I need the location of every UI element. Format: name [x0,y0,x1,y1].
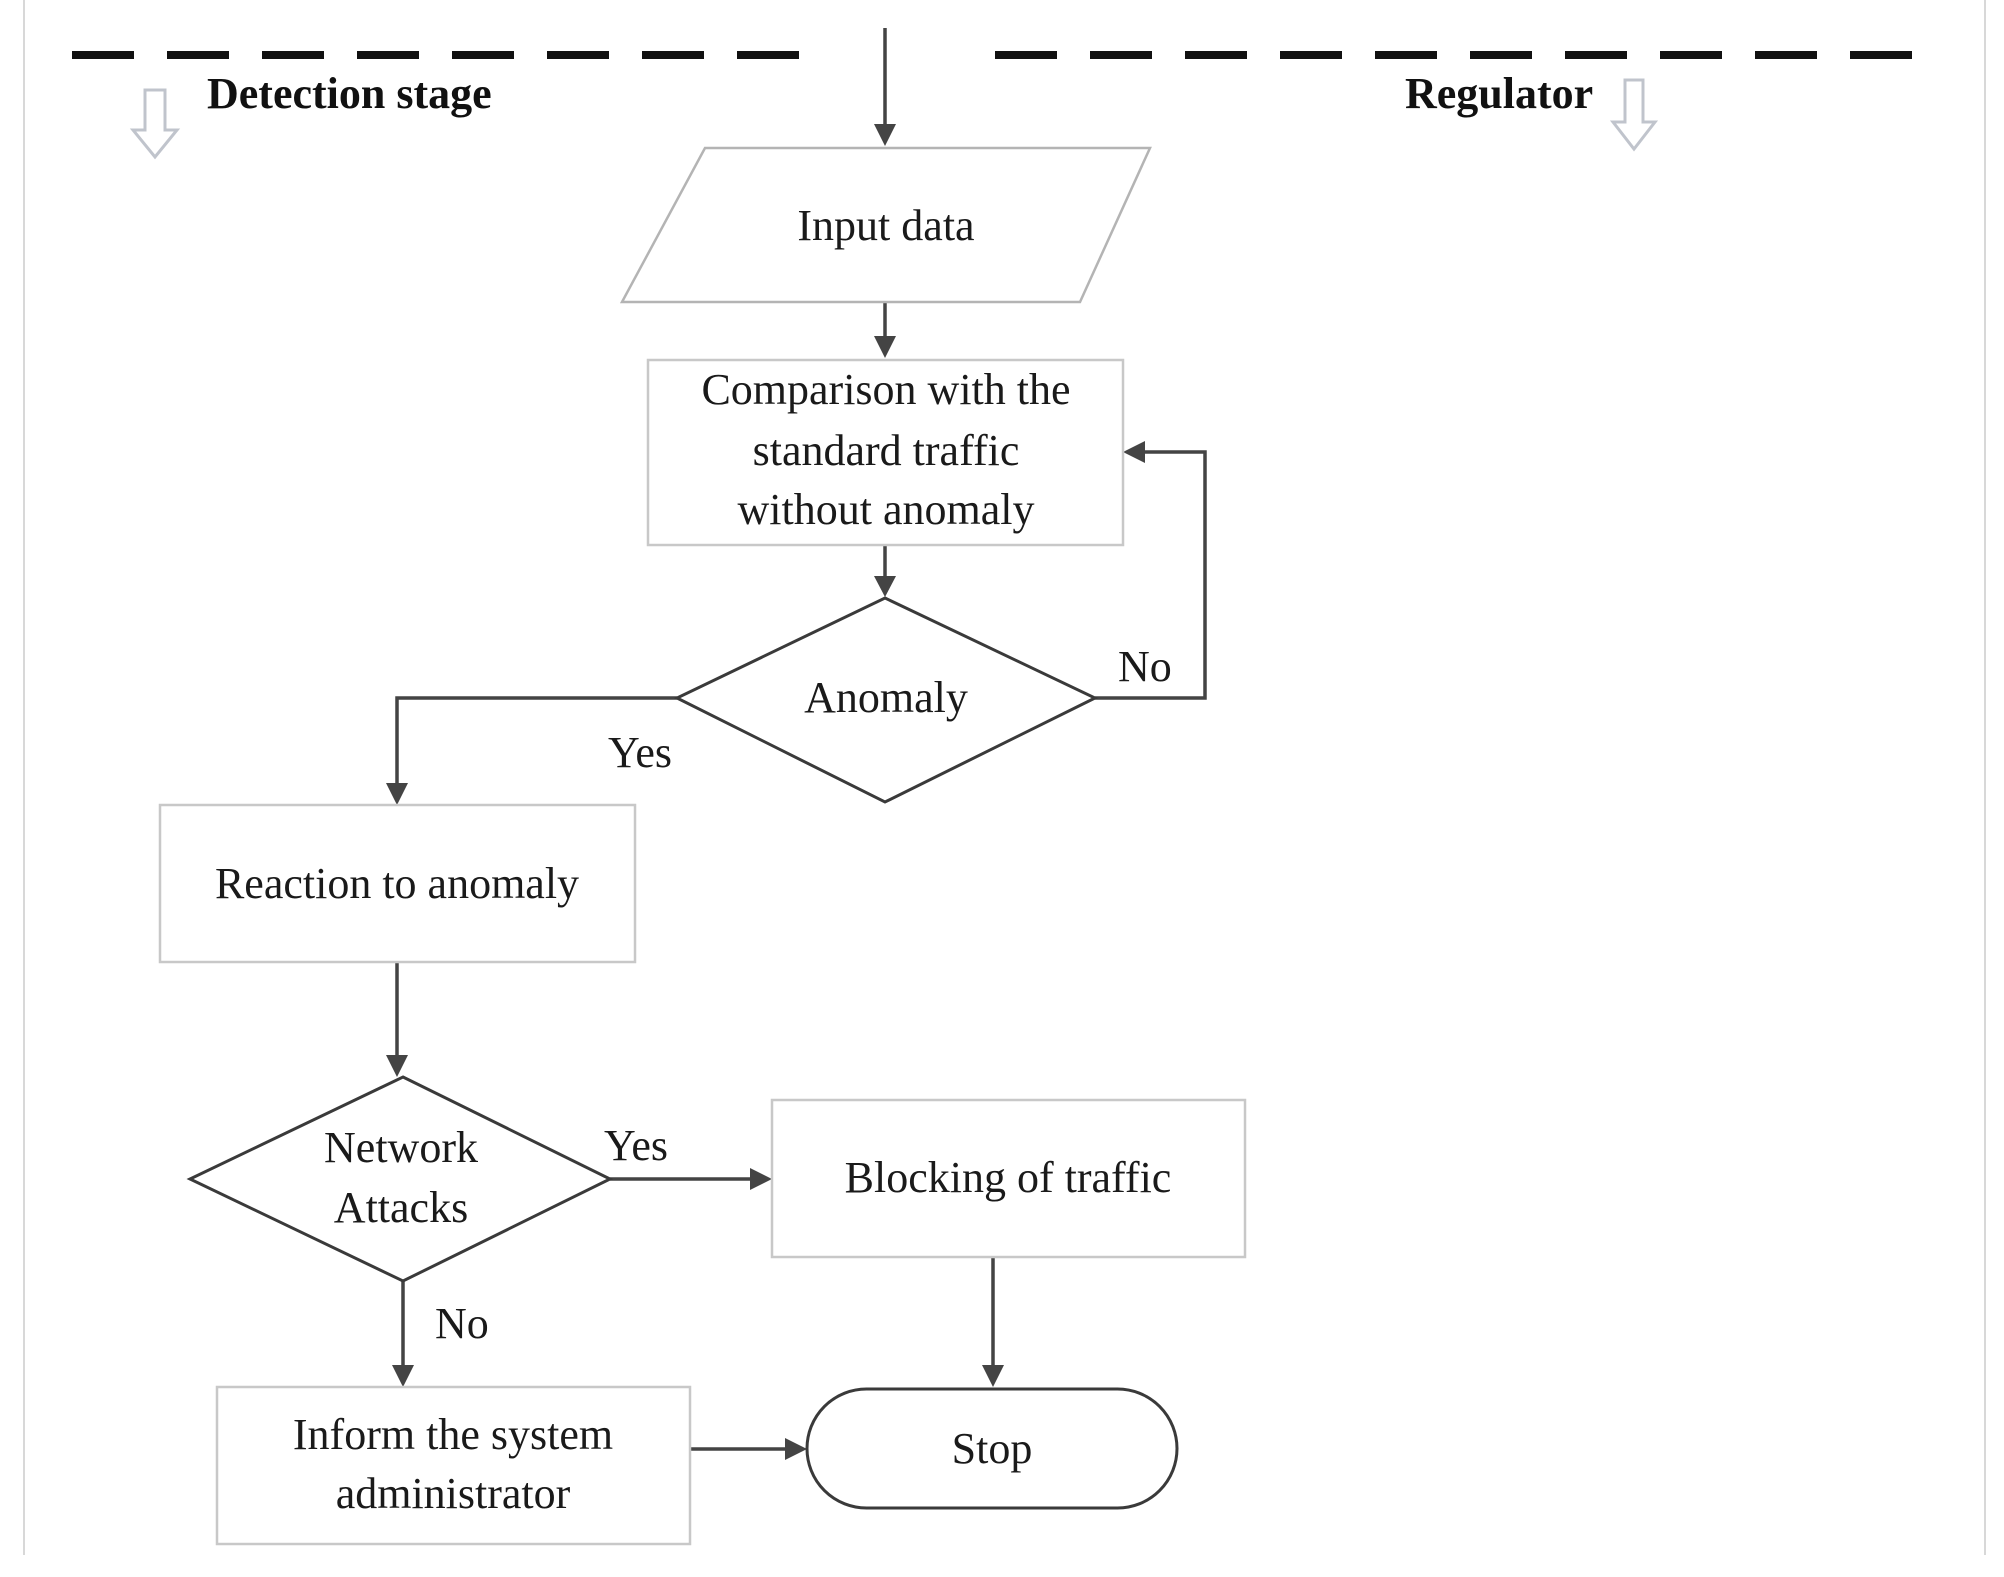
inform-admin-label-line-2: administrator [336,1469,571,1518]
input-data-shape [619,146,1152,304]
comparison-label-line-3: without anomaly [738,485,1035,534]
comparison-to-anomaly-arrowhead [874,576,896,597]
anomaly-no-loop-connector [1095,450,1207,700]
anomaly-yes-connector [395,696,677,785]
network-attacks-decision-node: Network Attacks [186,1075,614,1283]
detection-stage-arrow-icon [129,88,181,160]
anomaly-diamond [673,596,1099,804]
inform-admin-box [215,1385,692,1546]
comparison-node: Comparison with the standard traffic wit… [646,358,1125,547]
input-to-comparison-arrowhead [874,336,896,358]
blocking-label: Blocking of traffic [845,1153,1172,1202]
reaction-box [158,803,637,964]
network-attacks-label-line-1: Network [324,1123,478,1172]
anomaly-no-loop-arrowhead [1123,441,1145,463]
regulator-stage-label: Regulator [1405,69,1593,118]
anomaly-decision-node: Anomaly [673,596,1099,804]
reaction-node: Reaction to anomaly [158,803,637,964]
anomaly-yes-arrowhead [386,783,408,805]
attacks-no-arrowhead [392,1365,414,1387]
reaction-label: Reaction to anomaly [215,859,579,908]
blocking-to-stop-arrowhead [982,1365,1004,1387]
attacks-yes-arrowhead [750,1168,772,1190]
inform-admin-node: Inform the system administrator [215,1385,692,1546]
entry-arrowhead [874,124,896,146]
input-data-node: Input data [619,146,1152,304]
stop-node: Stop [805,1387,1179,1510]
network-attacks-diamond [186,1075,614,1283]
inform-to-stop-arrowhead [785,1438,807,1460]
stop-label: Stop [952,1424,1033,1473]
stop-terminal [805,1387,1179,1510]
network-attacks-label-line-2: Attacks [334,1183,468,1232]
attacks-yes-label: Yes [604,1121,668,1170]
comparison-label-line-1: Comparison with the [701,365,1070,414]
comparison-box [646,358,1125,547]
comparison-label-line-2: standard traffic [753,426,1020,475]
attacks-no-label: No [435,1299,489,1348]
detection-stage-label: Detection stage [207,69,492,118]
input-data-label: Input data [797,201,974,250]
inform-admin-label-line-1: Inform the system [293,1410,613,1459]
anomaly-yes-label: Yes [608,728,672,777]
reaction-to-attacks-arrowhead [386,1055,408,1077]
anomaly-label: Anomaly [804,673,968,722]
blocking-node: Blocking of traffic [770,1098,1247,1259]
regulator-stage-arrow-icon [1609,78,1659,152]
blocking-box [770,1098,1247,1259]
anomaly-no-label: No [1118,642,1172,691]
